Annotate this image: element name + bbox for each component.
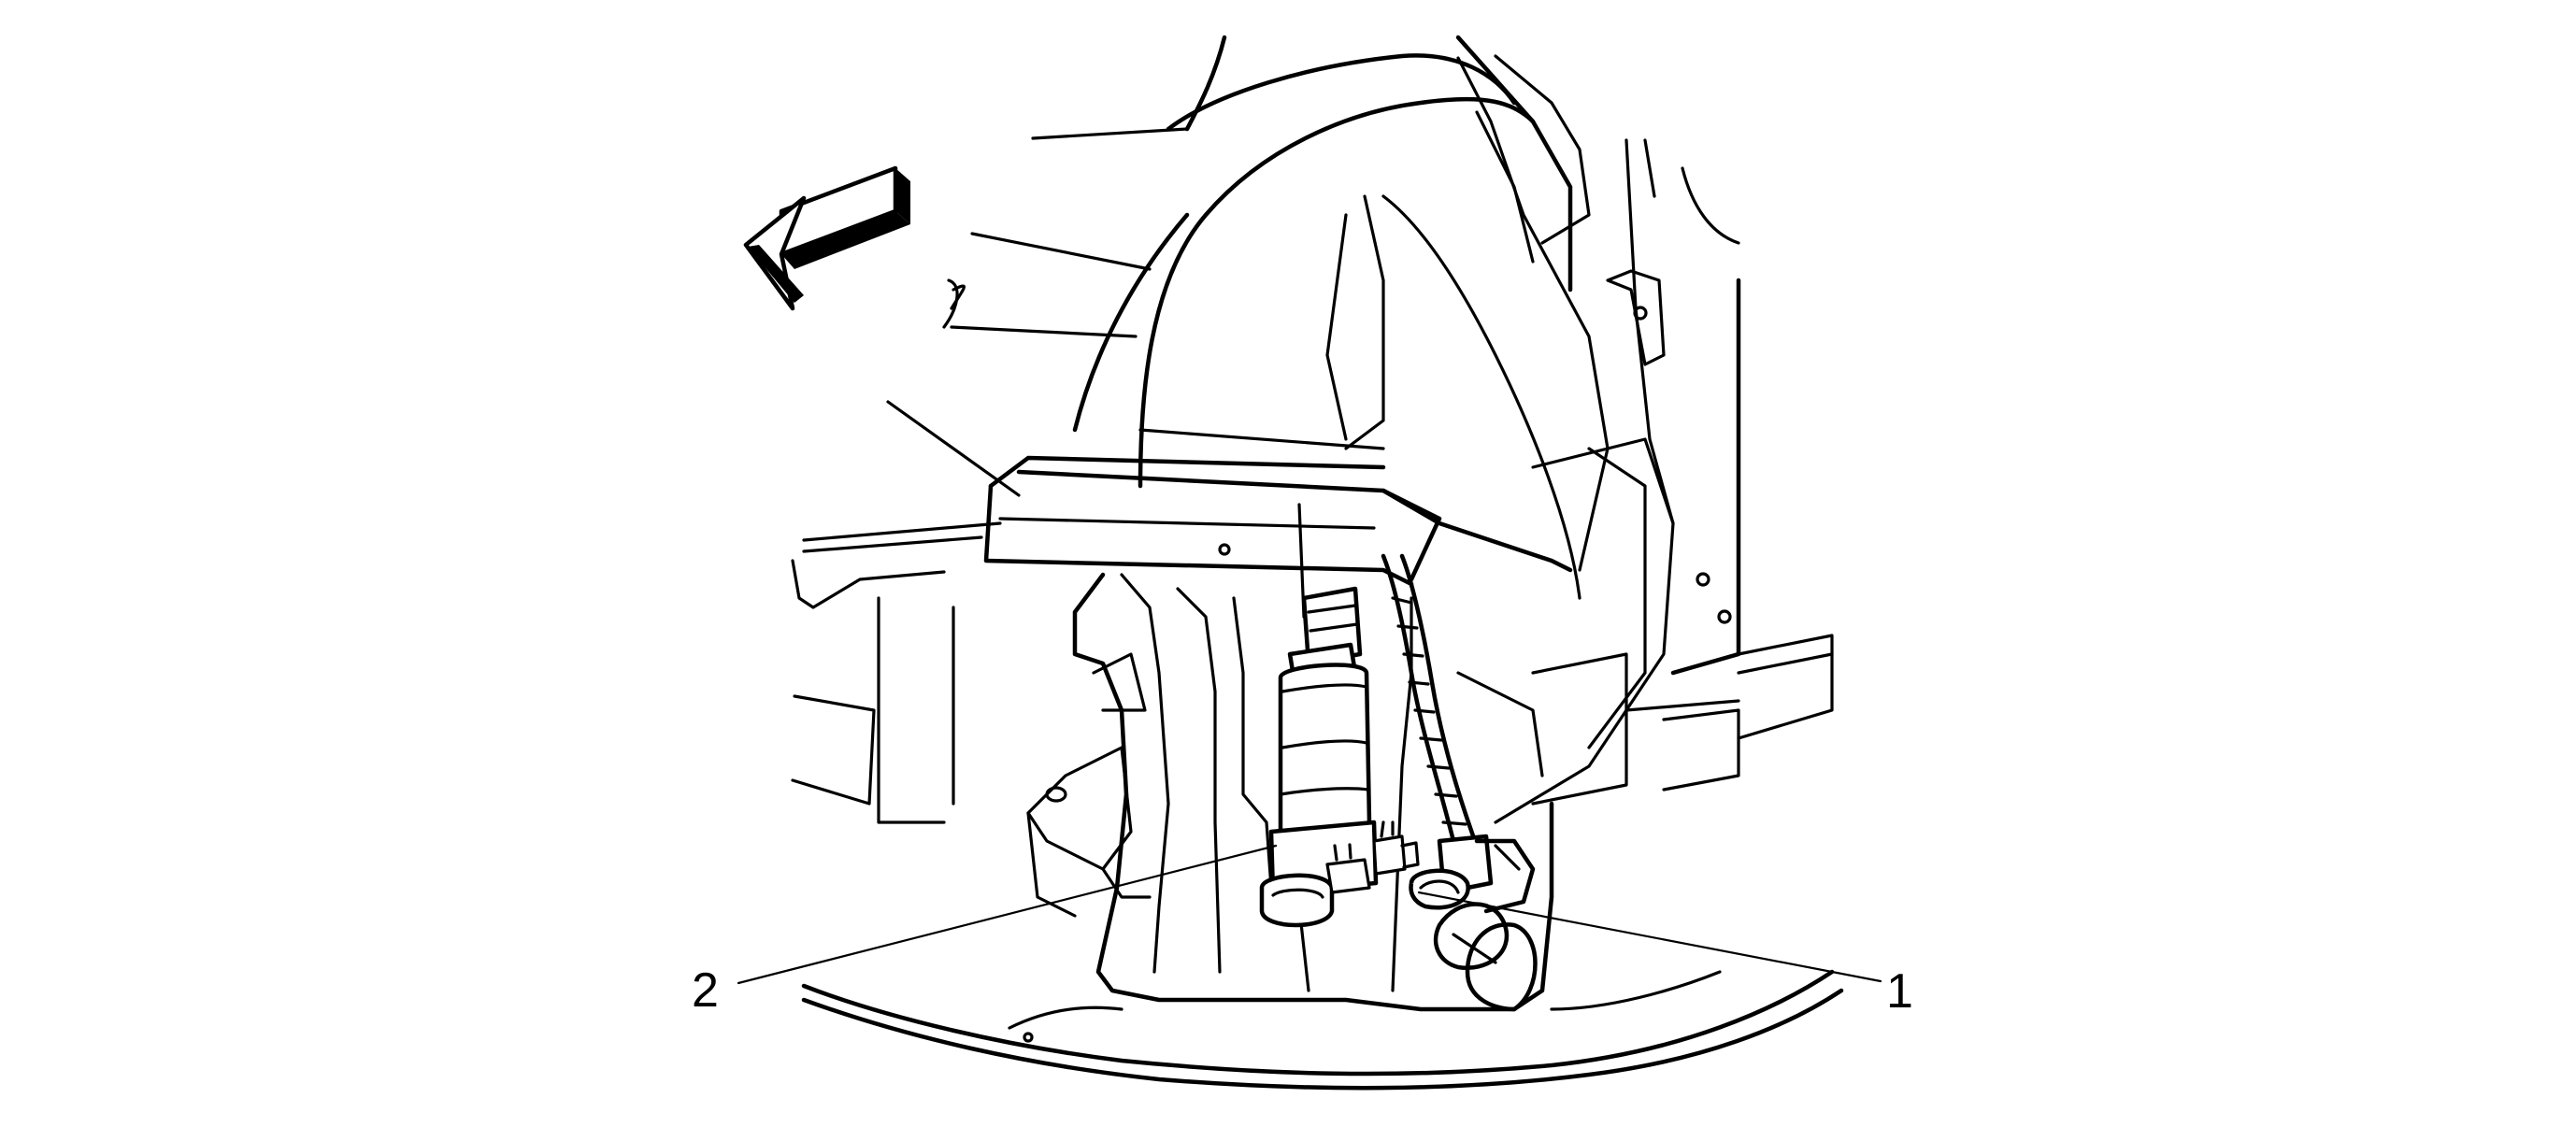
callout-1-label: 1 [1886,964,1913,1019]
callout-1: 1 [1417,891,1913,1019]
callout-1-leader [1417,891,1882,983]
washer-pump [1259,586,1420,928]
callout-2-leader [737,844,1278,985]
front-direction-arrow-icon [743,165,910,311]
lower-fascia [801,969,1844,1091]
wheel-arch-liner [983,35,1610,600]
callout-2-label: 2 [692,963,719,1018]
frame-rail [1494,138,1834,824]
body-panel-lines [791,127,1189,824]
callout-2: 2 [692,844,1278,1018]
